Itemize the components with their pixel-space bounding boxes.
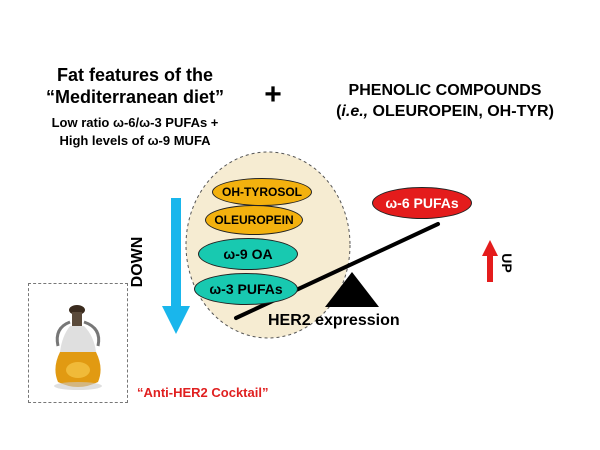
down-arrow-icon xyxy=(162,198,190,334)
up-arrow-icon xyxy=(482,240,498,282)
omega6-pill: ω-6 PUFAs xyxy=(372,187,472,219)
olive-oil-bottle-icon xyxy=(54,305,102,390)
fulcrum-triangle xyxy=(325,272,379,307)
her2-expression-label: HER2 expression xyxy=(268,312,400,329)
right-heading-line2: (i.e., OLEUROPEIN, OH-TYR) xyxy=(300,101,590,122)
anti-her2-cocktail-label: “Anti-HER2 Cocktail” xyxy=(137,385,269,400)
bottle-frame xyxy=(28,283,128,403)
fat-ratio-text: Low ratio ω-6/ω-3 PUFAs + High levels of… xyxy=(20,114,250,150)
left-heading: Fat features of the “Mediterranean diet” xyxy=(20,64,250,108)
right-heading-italic: i.e., xyxy=(341,103,369,120)
oh-tyrosol-pill: OH-TYROSOL xyxy=(212,178,312,206)
right-heading-line1: PHENOLIC COMPOUNDS xyxy=(348,82,542,99)
left-heading-line2: “Mediterranean diet” xyxy=(45,87,225,107)
left-heading-line1: Fat features of the xyxy=(56,65,214,85)
fat-ratio-line2: High levels of ω-9 MUFA xyxy=(59,133,211,148)
right-heading: PHENOLIC COMPOUNDS (i.e., OLEUROPEIN, OH… xyxy=(300,80,590,122)
right-heading-paren: ( xyxy=(336,103,342,120)
omega3-pill: ω-3 PUFAs xyxy=(194,273,298,305)
up-label: UP xyxy=(499,253,515,273)
fat-ratio-line1: Low ratio ω-6/ω-3 PUFAs + xyxy=(51,115,219,130)
right-heading-rest: OLEUROPEIN, OH-TYR) xyxy=(368,103,554,120)
plus-sign: + xyxy=(264,78,282,111)
omega9-pill: ω-9 OA xyxy=(198,238,298,270)
oleuropein-pill: OLEUROPEIN xyxy=(205,205,303,235)
down-label: DOWN xyxy=(129,236,146,288)
